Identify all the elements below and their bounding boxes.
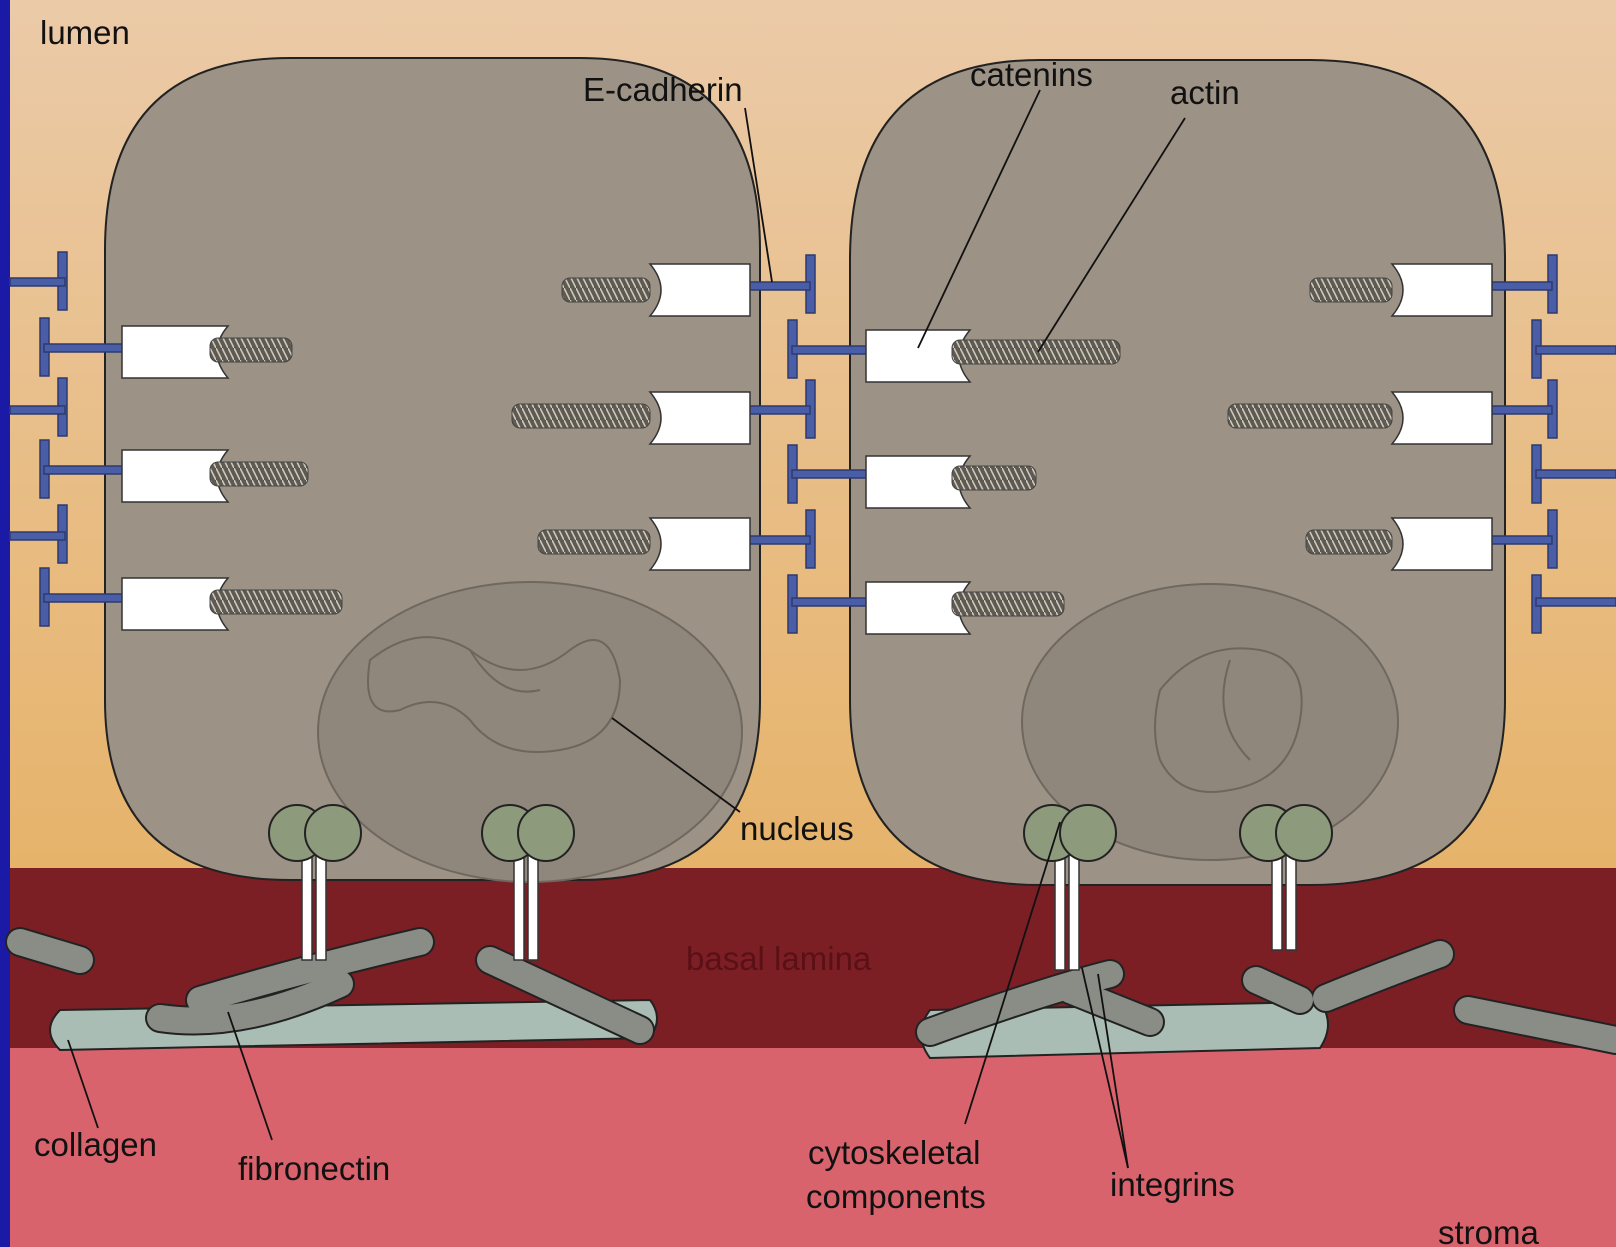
label-basal-lamina: basal lamina — [686, 940, 872, 977]
label-stroma: stroma — [1438, 1214, 1540, 1247]
label-catenins: catenins — [970, 56, 1093, 93]
label-components: components — [806, 1178, 986, 1215]
label-cytoskeletal: cytoskeletal — [808, 1134, 980, 1171]
label-actin: actin — [1170, 74, 1240, 111]
label-e-cadherin: E-cadherin — [583, 71, 743, 108]
label-fibronectin: fibronectin — [238, 1150, 390, 1187]
label-integrins: integrins — [1110, 1166, 1235, 1203]
label-lumen: lumen — [40, 14, 130, 51]
label-nucleus: nucleus — [740, 810, 854, 847]
label-collagen: collagen — [34, 1126, 157, 1163]
